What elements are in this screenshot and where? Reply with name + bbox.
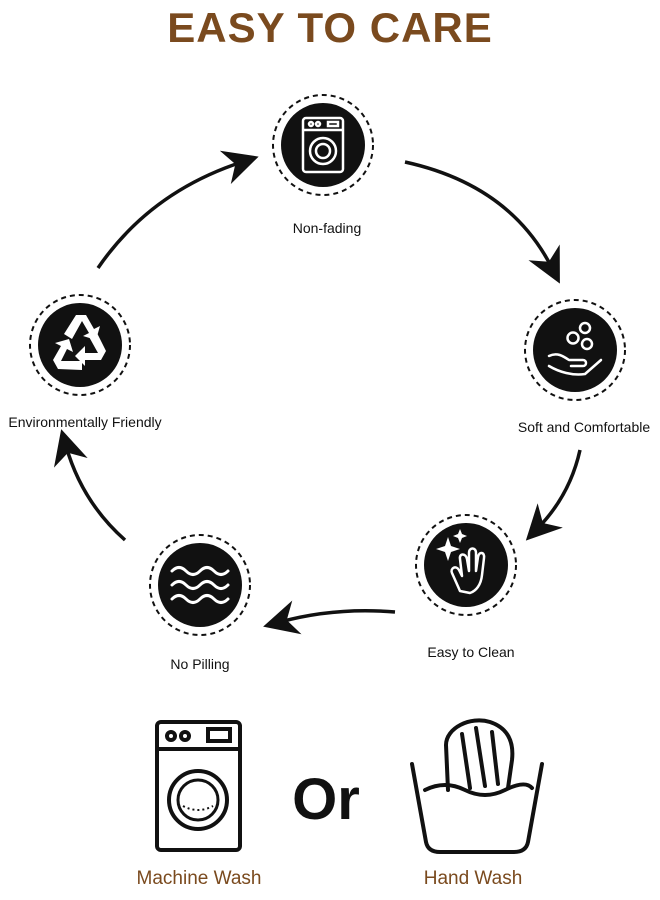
cycle-arrow bbox=[96, 150, 259, 269]
feature-node-non-fading bbox=[272, 94, 374, 196]
machine-wash-label: Machine Wash bbox=[136, 868, 262, 889]
sparkle-glove-icon bbox=[436, 529, 486, 595]
feature-node-easy-to-clean bbox=[415, 514, 517, 616]
waves-icon bbox=[170, 566, 230, 604]
recycle-icon bbox=[53, 315, 106, 370]
feature-label-non-fading: Non-fading bbox=[292, 220, 362, 236]
hand-wash-icon bbox=[410, 718, 544, 854]
cycle-arrow bbox=[525, 449, 582, 541]
cycle-arrow bbox=[263, 600, 396, 635]
washing-machine-icon bbox=[301, 116, 345, 174]
page-title: EASY TO CARE bbox=[167, 4, 493, 51]
feature-node-no-pilling bbox=[149, 534, 251, 636]
hand-bubbles-icon bbox=[547, 321, 603, 376]
hand-wash-label: Hand Wash bbox=[423, 868, 523, 889]
feature-label-environmentally-friendly: Environmentally Friendly bbox=[8, 414, 162, 430]
feature-node-soft-and-comfortable bbox=[524, 299, 626, 401]
or-connector: Or bbox=[292, 767, 360, 832]
feature-label-no-pilling: No Pilling bbox=[170, 656, 230, 672]
cycle-arrow bbox=[53, 429, 127, 542]
machine-wash-icon bbox=[155, 720, 242, 852]
feature-label-soft-and-comfortable: Soft and Comfortable bbox=[517, 419, 651, 435]
feature-label-easy-to-clean: Easy to Clean bbox=[427, 644, 515, 660]
cycle-arrow bbox=[404, 160, 560, 284]
feature-node-environmentally-friendly bbox=[29, 294, 131, 396]
